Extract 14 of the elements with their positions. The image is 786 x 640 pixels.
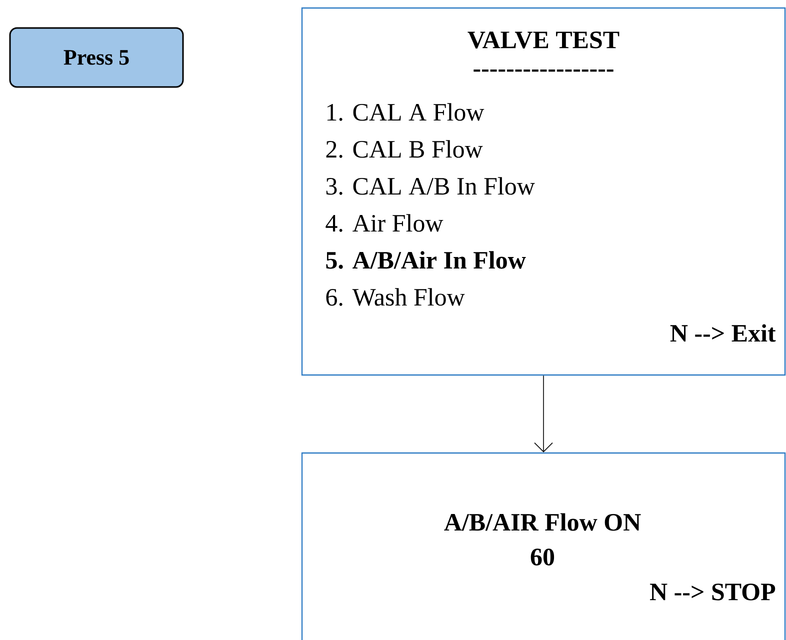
menu-title: VALVE TEST bbox=[468, 32, 620, 48]
status-text: 60 bbox=[530, 548, 554, 566]
menu-item: 4. Air Flow bbox=[326, 214, 444, 232]
menu-item: 5. A/B/Air In Flow bbox=[326, 251, 526, 269]
stop-hint: N --> STOP bbox=[650, 584, 776, 600]
exit-hint: N --> Exit bbox=[670, 324, 776, 342]
title-underline: ----------------- bbox=[474, 70, 614, 72]
status-text: A/B/AIR Flow ON bbox=[444, 513, 641, 531]
menu-item: 3. CAL A/B In Flow bbox=[326, 177, 535, 195]
arrow bbox=[534, 375, 553, 452]
menu-item: 1. CAL A Flow bbox=[327, 103, 484, 121]
menu-item: 6. Wash Flow bbox=[326, 288, 465, 306]
press-button: Press 5 bbox=[9, 27, 184, 88]
menu-item: 2. CAL B Flow bbox=[326, 140, 483, 158]
